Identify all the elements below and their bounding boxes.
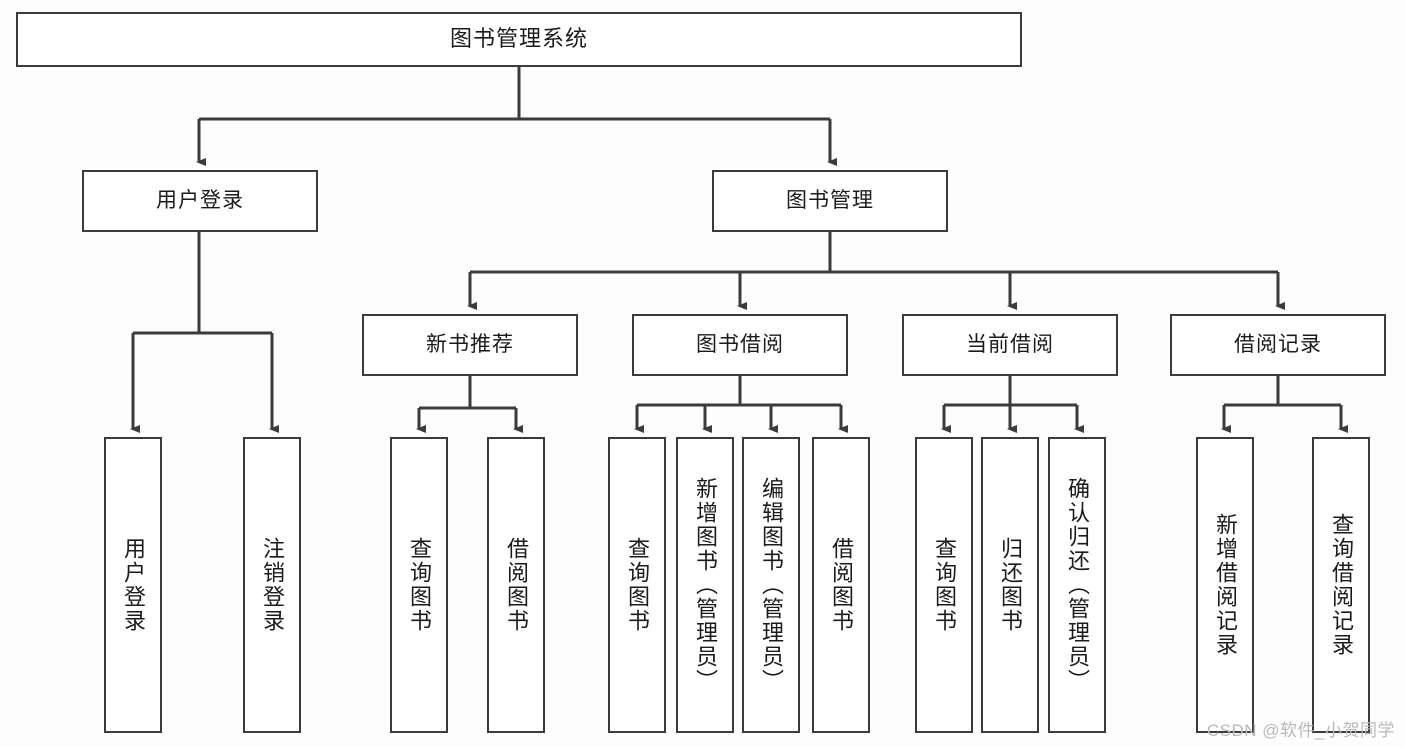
leaf-br-query-record-label: 查询借阅记录 xyxy=(1328,513,1354,657)
leaf-cb-return-book[interactable]: 归还图书 xyxy=(981,437,1039,733)
node-book-borrow-label: 图书借阅 xyxy=(696,333,784,357)
node-current-borrow[interactable]: 当前借阅 xyxy=(902,314,1118,376)
leaf-bb-borrow-book-label: 借阅图书 xyxy=(828,537,854,633)
node-current-borrow-label: 当前借阅 xyxy=(966,333,1054,357)
node-new-book-recommend-label: 新书推荐 xyxy=(426,333,514,357)
leaf-bb-edit-book[interactable]: 编辑图书（管理员） xyxy=(742,437,800,733)
leaf-bb-add-book[interactable]: 新增图书（管理员） xyxy=(676,437,734,733)
leaf-cb-confirm-return[interactable]: 确认归还（管理员） xyxy=(1048,437,1106,733)
leaf-logout-label: 注销登录 xyxy=(259,537,285,633)
leaf-cb-query-book-label: 查询图书 xyxy=(931,537,957,633)
node-book-borrow[interactable]: 图书借阅 xyxy=(632,314,848,376)
leaf-cb-query-book[interactable]: 查询图书 xyxy=(915,437,973,733)
node-user-login[interactable]: 用户登录 xyxy=(82,170,318,232)
leaf-bb-query-book-label: 查询图书 xyxy=(624,537,650,633)
leaf-br-add-record[interactable]: 新增借阅记录 xyxy=(1196,437,1254,733)
leaf-cb-return-book-label: 归还图书 xyxy=(997,537,1023,633)
leaf-br-add-record-label: 新增借阅记录 xyxy=(1212,513,1238,657)
node-root-label: 图书管理系统 xyxy=(449,26,588,52)
leaf-bb-query-book[interactable]: 查询图书 xyxy=(608,437,666,733)
leaf-bb-edit-book-label: 编辑图书（管理员） xyxy=(758,477,784,693)
leaf-br-query-record[interactable]: 查询借阅记录 xyxy=(1312,437,1370,733)
node-borrow-record-label: 借阅记录 xyxy=(1234,333,1322,357)
node-user-login-label: 用户登录 xyxy=(156,189,244,213)
node-book-manage[interactable]: 图书管理 xyxy=(712,170,948,232)
leaf-nb-borrow-book[interactable]: 借阅图书 xyxy=(487,437,545,733)
leaf-cb-confirm-return-label: 确认归还（管理员） xyxy=(1064,477,1090,693)
leaf-logout[interactable]: 注销登录 xyxy=(243,437,301,733)
node-new-book-recommend[interactable]: 新书推荐 xyxy=(362,314,578,376)
node-root[interactable]: 图书管理系统 xyxy=(16,12,1022,67)
node-book-manage-label: 图书管理 xyxy=(786,189,874,213)
leaf-user-login-label: 用户登录 xyxy=(120,537,146,633)
watermark: CSDN @软件_小贺同学 xyxy=(1206,721,1395,740)
leaf-bb-borrow-book[interactable]: 借阅图书 xyxy=(812,437,870,733)
node-borrow-record[interactable]: 借阅记录 xyxy=(1170,314,1386,376)
leaf-user-login[interactable]: 用户登录 xyxy=(104,437,162,733)
leaf-nb-borrow-book-label: 借阅图书 xyxy=(503,537,529,633)
leaf-bb-add-book-label: 新增图书（管理员） xyxy=(692,477,718,693)
leaf-nb-query-book[interactable]: 查询图书 xyxy=(390,437,448,733)
leaf-nb-query-book-label: 查询图书 xyxy=(406,537,432,633)
